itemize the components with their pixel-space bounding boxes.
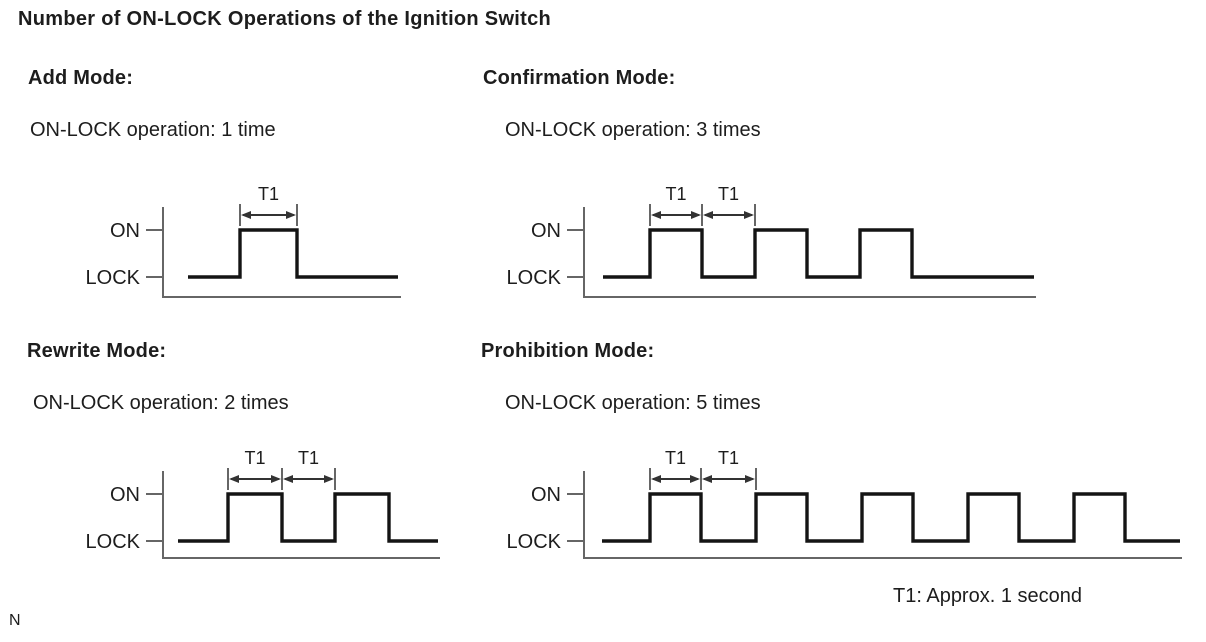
t1-dimension-label: T1 [665, 184, 686, 204]
diagram-confirmation: ON LOCK T1 T1 [507, 184, 1036, 298]
t1-footnote: T1: Approx. 1 second [893, 585, 1083, 607]
arrowhead-right-icon [271, 475, 281, 483]
figure-title: Number of ON-LOCK Operations of the Igni… [18, 8, 552, 30]
arrowhead-left-icon [651, 475, 661, 483]
lock-label: LOCK [86, 531, 141, 553]
arrowhead-left-icon [229, 475, 239, 483]
on-label: ON [110, 484, 140, 506]
t1-dimension-label: T1 [244, 448, 265, 468]
rewrite-mode-operation: ON-LOCK operation: 2 times [33, 392, 289, 414]
arrowhead-right-icon [691, 211, 701, 219]
on-label: ON [110, 220, 140, 242]
square-wave [603, 228, 1034, 279]
diagram-rewrite: ON LOCK T1 T1 [86, 448, 440, 559]
lock-label: LOCK [86, 267, 141, 289]
t1-dimension-label: T1 [718, 184, 739, 204]
square-wave [178, 492, 438, 543]
diagram-add: ON LOCK T1 [86, 184, 401, 298]
arrowhead-right-icon [744, 211, 754, 219]
add-mode-header: Add Mode: [28, 67, 134, 89]
arrowhead-right-icon [286, 211, 296, 219]
lock-label: LOCK [507, 531, 562, 553]
arrowhead-left-icon [703, 211, 713, 219]
prohibition-mode-header: Prohibition Mode: [481, 340, 655, 362]
arrowhead-left-icon [702, 475, 712, 483]
corner-note: N [9, 612, 21, 629]
confirmation-mode-header: Confirmation Mode: [483, 67, 676, 89]
t1-dimension-label: T1 [718, 448, 739, 468]
lock-label: LOCK [507, 267, 562, 289]
diagram-prohibition: ON LOCK T1 T1 [507, 448, 1182, 559]
on-label: ON [531, 220, 561, 242]
square-wave [188, 228, 398, 279]
square-wave [602, 492, 1180, 543]
on-label: ON [531, 484, 561, 506]
arrowhead-right-icon [745, 475, 755, 483]
t1-dimension-label: T1 [665, 448, 686, 468]
arrowhead-right-icon [324, 475, 334, 483]
t1-dimension-label: T1 [258, 184, 279, 204]
confirmation-mode-operation: ON-LOCK operation: 3 times [505, 119, 761, 141]
arrowhead-right-icon [690, 475, 700, 483]
rewrite-mode-header: Rewrite Mode: [27, 340, 167, 362]
t1-dimension-label: T1 [298, 448, 319, 468]
prohibition-mode-operation: ON-LOCK operation: 5 times [505, 392, 761, 414]
add-mode-operation: ON-LOCK operation: 1 time [30, 119, 276, 141]
arrowhead-left-icon [241, 211, 251, 219]
arrowhead-left-icon [651, 211, 661, 219]
arrowhead-left-icon [283, 475, 293, 483]
